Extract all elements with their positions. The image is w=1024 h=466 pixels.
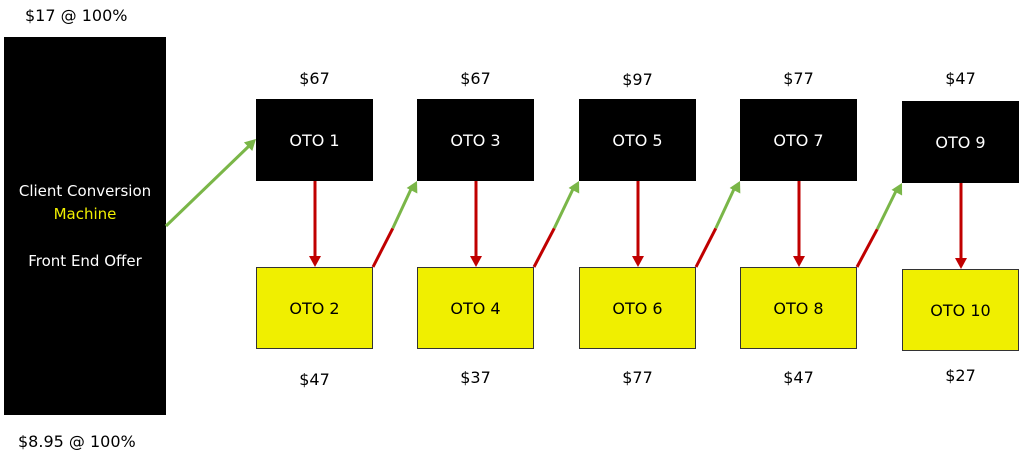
- oto6-price: $77: [622, 368, 653, 387]
- oto2-box: OTO 2: [256, 267, 373, 349]
- front-end-offer-box: Client Conversion Machine Front End Offe…: [4, 37, 166, 415]
- oto3-label: OTO 3: [450, 130, 501, 150]
- diagonal-red-seg1: [371, 227, 395, 268]
- diagonal-green-seg1: [391, 186, 414, 229]
- oto4-price: $37: [460, 368, 491, 387]
- front-end-bottom-price: $8.95 @ 100%: [18, 432, 136, 451]
- oto10-label: OTO 10: [930, 300, 991, 320]
- oto4-label: OTO 4: [450, 298, 501, 318]
- oto1-price: $67: [299, 69, 330, 88]
- decline-arrowhead-col2: [470, 256, 482, 267]
- oto5-label: OTO 5: [612, 130, 663, 150]
- front-end-top-price: $17 @ 100%: [25, 6, 128, 25]
- oto9-price: $47: [945, 69, 976, 88]
- oto10-price: $27: [945, 366, 976, 385]
- oto3-box: OTO 3: [417, 99, 534, 181]
- diagonal-arrowhead2: [568, 181, 580, 194]
- front-end-line2: Machine: [53, 204, 117, 223]
- diagonal-red-seg4: [855, 228, 879, 268]
- diagonal-green-seg4: [875, 188, 899, 230]
- oto8-price: $47: [783, 368, 814, 387]
- oto7-label: OTO 7: [773, 130, 824, 150]
- decline-arrowhead-col4: [793, 256, 805, 267]
- oto5-price: $97: [622, 70, 653, 89]
- accept-arrowhead-fe-to-oto1: [243, 139, 256, 151]
- diagonal-arrowhead1: [406, 181, 418, 194]
- decline-arrowhead-col1: [309, 256, 321, 267]
- diagonal-green-seg3: [714, 186, 737, 229]
- oto3-price: $67: [460, 69, 491, 88]
- diagonal-arrowhead4: [891, 183, 903, 196]
- oto7-price: $77: [783, 69, 814, 88]
- diagonal-red-seg3: [694, 227, 718, 268]
- oto9-label: OTO 9: [935, 132, 986, 152]
- oto8-box: OTO 8: [740, 267, 857, 349]
- oto8-label: OTO 8: [773, 298, 824, 318]
- oto9-box: OTO 9: [902, 101, 1019, 183]
- oto6-label: OTO 6: [612, 298, 663, 318]
- accept-arrow-fe-to-oto1: [164, 144, 251, 228]
- oto6-box: OTO 6: [579, 267, 696, 349]
- oto10-box: OTO 10: [902, 269, 1019, 351]
- oto1-box: OTO 1: [256, 99, 373, 181]
- front-end-line3: Front End Offer: [28, 251, 142, 270]
- decline-arrowhead-col3: [632, 256, 644, 267]
- diagonal-green-seg2: [552, 186, 576, 229]
- oto1-label: OTO 1: [289, 130, 340, 150]
- oto5-box: OTO 5: [579, 99, 696, 181]
- oto7-box: OTO 7: [740, 99, 857, 181]
- diagonal-red-seg2: [532, 227, 556, 268]
- decline-arrowhead-col5: [955, 258, 967, 269]
- oto2-price: $47: [299, 370, 330, 389]
- oto4-box: OTO 4: [417, 267, 534, 349]
- oto2-label: OTO 2: [289, 298, 340, 318]
- diagonal-arrowhead3: [729, 181, 741, 194]
- front-end-line1: Client Conversion: [18, 181, 152, 200]
